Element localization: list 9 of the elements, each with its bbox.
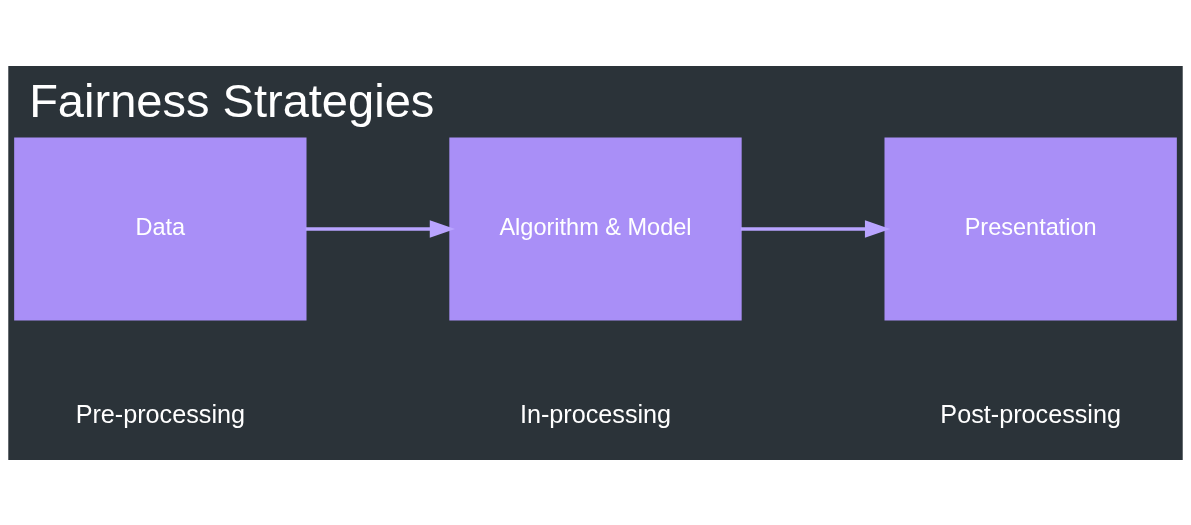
- arrow: [740, 219, 891, 238]
- node-label: Pre-processing: [75, 399, 246, 428]
- diagram-title: Fairness Strategies: [29, 73, 435, 127]
- node-box: Data: [14, 136, 307, 321]
- node-box: Presentation: [884, 136, 1177, 321]
- node-label: In-processing: [519, 399, 672, 428]
- arrow: [305, 219, 455, 238]
- node-box: Algorithm & Model: [449, 136, 742, 321]
- node-label: Post-processing: [940, 399, 1121, 428]
